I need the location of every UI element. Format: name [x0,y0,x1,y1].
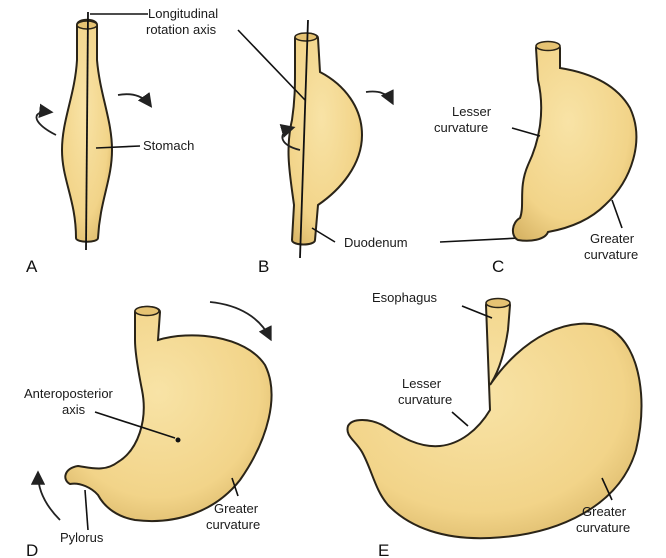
stomach-label: Stomach [143,138,194,153]
stomach-d [65,307,271,521]
lesser-curvature-label-e: Lesser curvature [398,376,452,407]
stomach-tube-b [288,34,362,245]
rotation-arrow-bottom-d [38,474,60,520]
lesser-curvature-leader-c [512,128,540,136]
esophagus-opening-c [536,42,560,51]
panel-label-e: E [378,541,389,558]
rotation-arrow-right-a [118,94,150,105]
stomach-c [513,43,636,241]
anteroposterior-axis-point [176,438,181,443]
panel-d: Anteroposterior axis Greater curvature P… [24,302,272,558]
greater-curvature-label-c: Greater curvature [584,231,638,262]
panel-label-b: B [258,257,269,276]
greater-curvature-label-e: Greater curvature [576,504,630,535]
rotation-arrow-left-a [36,112,56,135]
rotation-arrow-right-b [366,91,392,102]
pylorus-label: Pylorus [60,530,104,545]
pylorus-leader [85,490,88,530]
panel-e: Esophagus Lesser curvature Greater curva… [347,290,641,558]
panel-label-c: C [492,257,504,276]
panel-a: Longitudinal rotation axis Stomach A [26,6,222,276]
lesser-curvature-label-c: Lesser curvature [434,104,495,135]
duodenum-label: Duodenum [344,235,408,250]
rotation-arrow-top-d [210,302,270,338]
duodenum-leader-c [440,238,520,242]
esophagus-opening-d [135,307,159,316]
esophagus-label: Esophagus [372,290,438,305]
tube-opening-b [295,33,317,41]
stomach-e [347,300,641,538]
panel-label-a: A [26,257,38,276]
panel-label-d: D [26,541,38,558]
esophagus-opening-e [486,299,510,308]
greater-curvature-leader-c [612,200,622,228]
longitudinal-axis-label: Longitudinal rotation axis [146,6,222,37]
lesser-curvature-leader-e [452,412,468,426]
greater-curvature-label-d: Greater curvature [206,501,262,532]
anteroposterior-axis-label: Anteroposterior axis [24,386,117,417]
